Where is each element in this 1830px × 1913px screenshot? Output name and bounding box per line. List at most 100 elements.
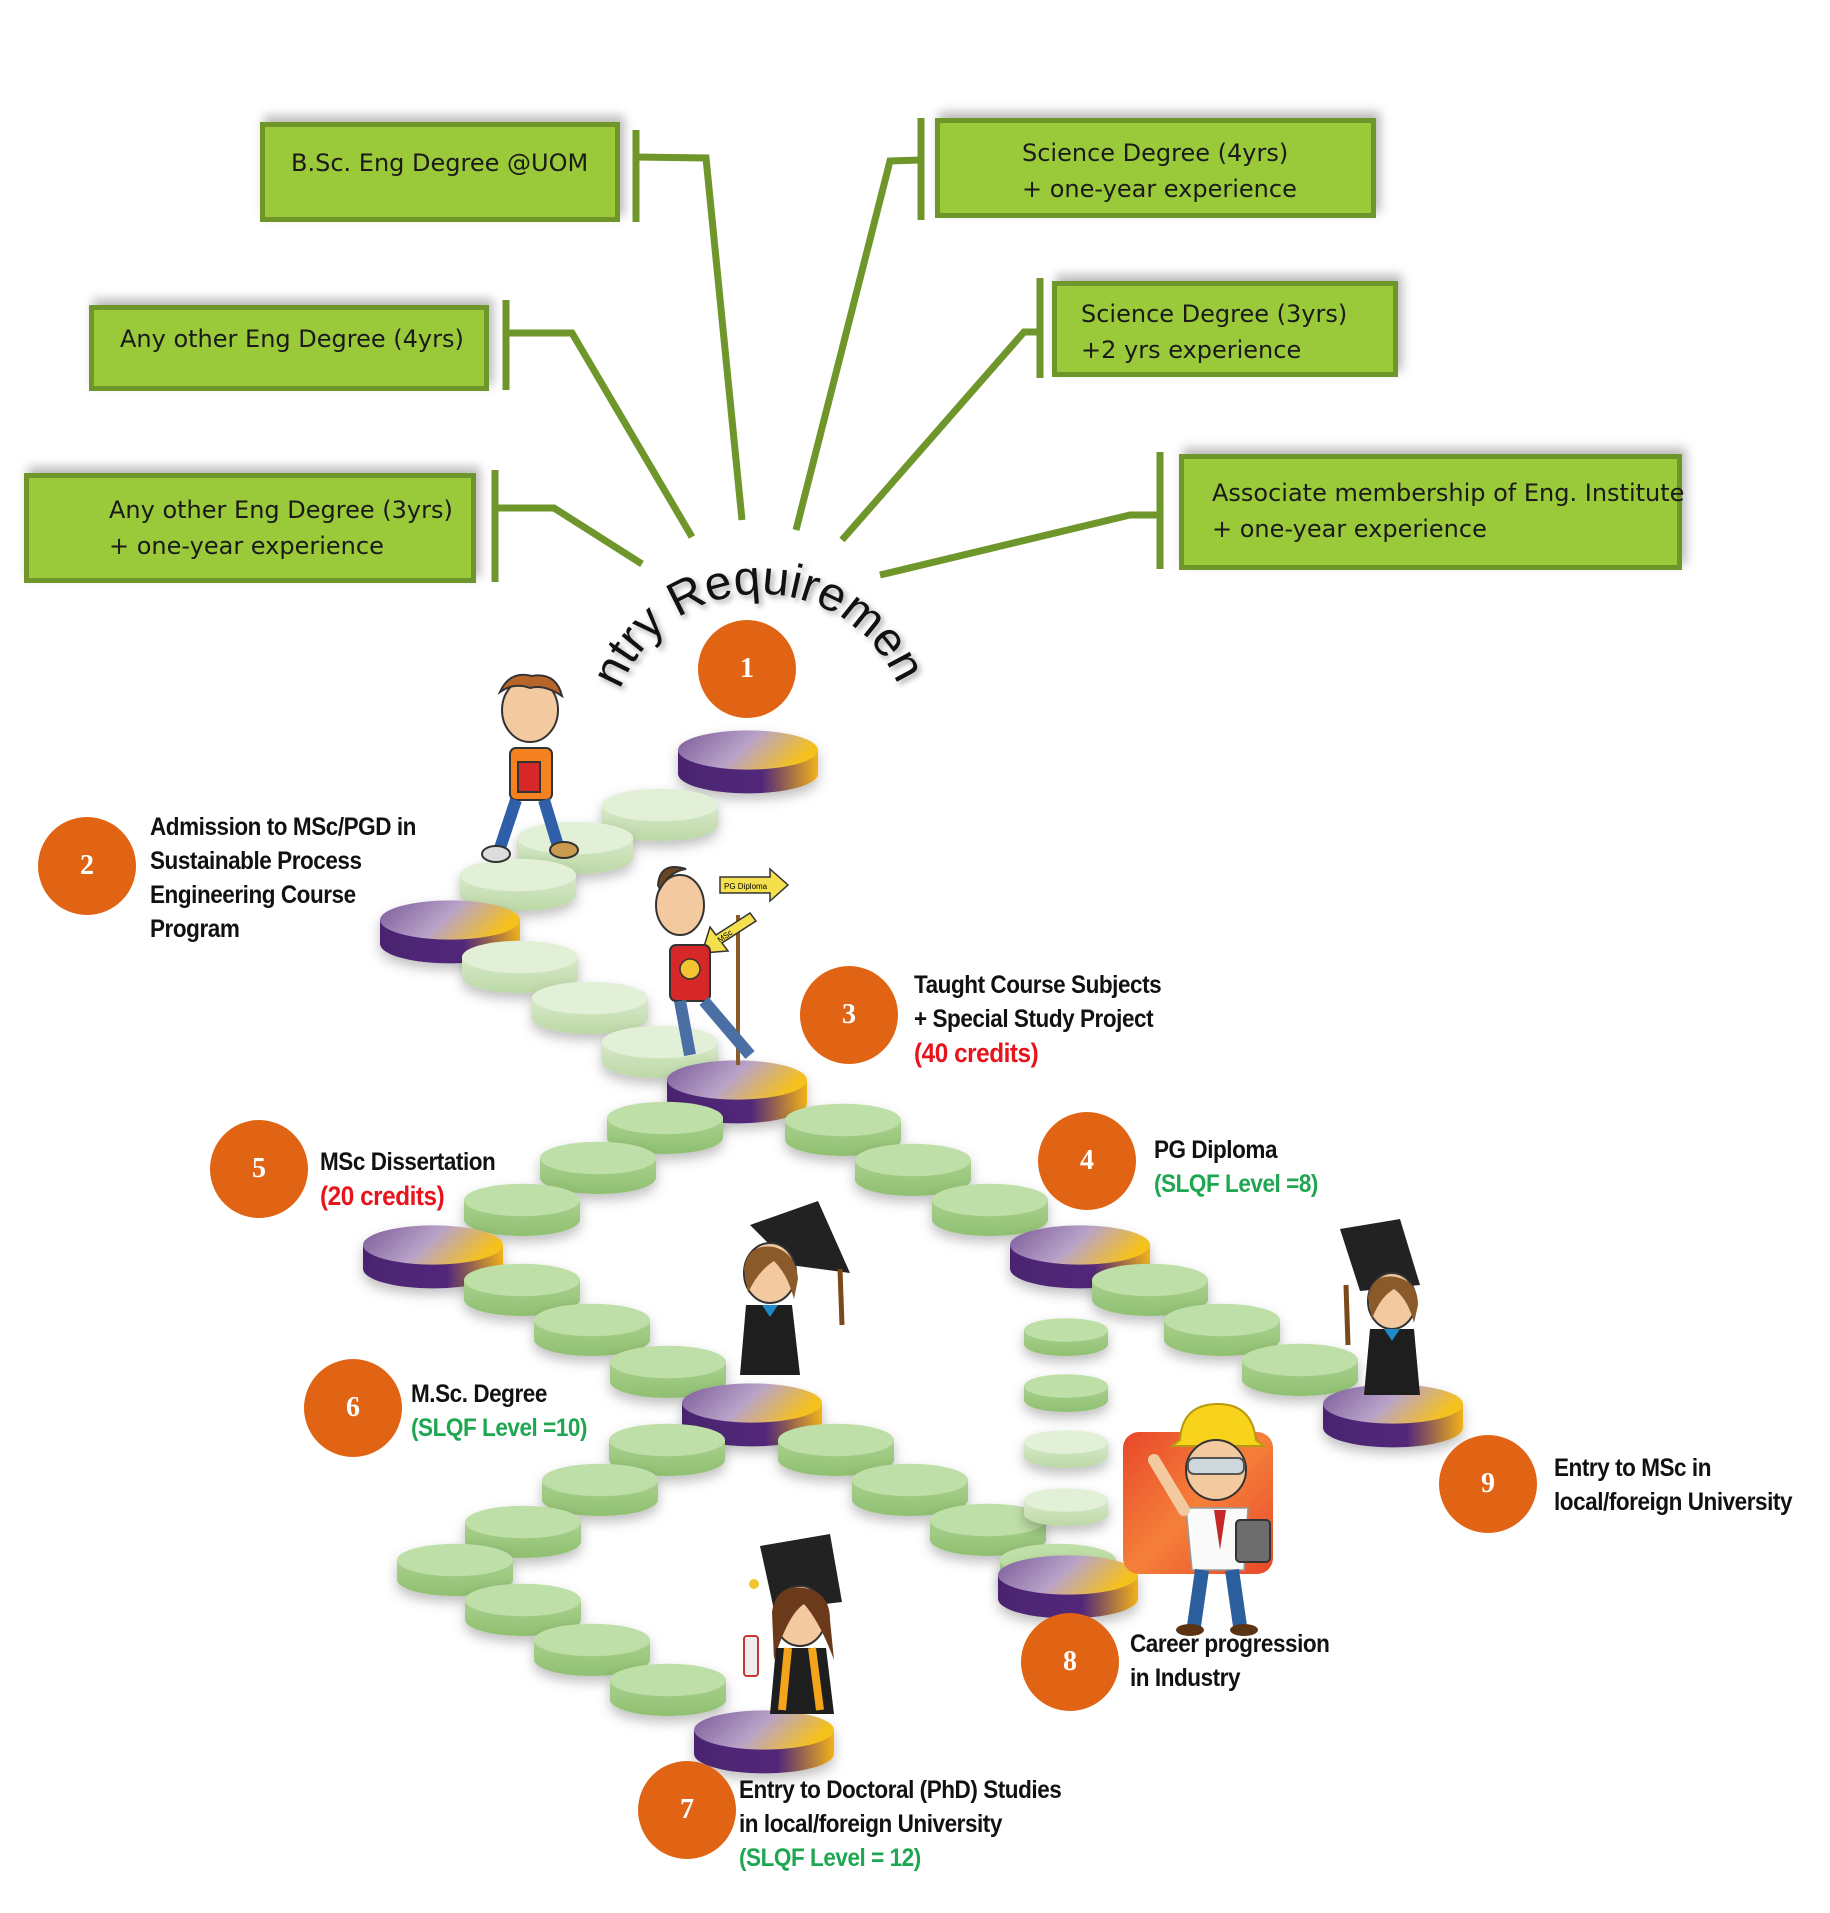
step-label-4: PG Diploma (SLQF Level =8) [1154, 1133, 1318, 1201]
step-text: in Industry [1130, 1664, 1241, 1692]
step-circle-2: 2 [38, 817, 136, 915]
graduate-girl-figure-pgd [1340, 1219, 1420, 1395]
step-label-3: Taught Course Subjects + Special Study P… [914, 968, 1162, 1070]
step-label-5: MSc Dissertation (20 credits) [320, 1145, 496, 1213]
step-text: Entry to MSc in [1554, 1454, 1712, 1482]
milestone-platform [1323, 1384, 1463, 1448]
connector-associate [879, 452, 1164, 579]
step-circle-4: 4 [1038, 1112, 1136, 1210]
stepping-stone [464, 1183, 580, 1236]
step-circle-6: 6 [304, 1359, 402, 1457]
step-label-6: M.Sc. Degree (SLQF Level =10) [411, 1377, 587, 1445]
step-text: Admission to MSc/PGD in [150, 813, 416, 841]
engineer-figure [1148, 1402, 1271, 1636]
stepping-stone [465, 1583, 581, 1636]
stepping-stone [1024, 1318, 1108, 1357]
connector-other-3yrs [491, 470, 644, 582]
signpost-arrow-pg-diploma: PG Diploma [724, 882, 768, 891]
step-label-2: Admission to MSc/PGD in Sustainable Proc… [150, 810, 416, 946]
stepping-stone [397, 1543, 513, 1596]
step-circle-9: 9 [1439, 1435, 1537, 1533]
step-text: Program [150, 915, 240, 943]
milestone-platform [678, 730, 818, 794]
stepping-stone [610, 1345, 726, 1398]
step-circle-5: 5 [210, 1120, 308, 1218]
connector-bsc-uom [632, 130, 746, 521]
stepping-stone [609, 1423, 725, 1476]
step-text: + Special Study Project [914, 1005, 1154, 1033]
step-text: Engineering Course [150, 881, 356, 909]
stepping-stone [852, 1463, 968, 1516]
requirement-box-associate: Associate membership of Eng. Institute +… [1179, 454, 1685, 570]
requirement-text: Science Degree (3yrs) [1081, 300, 1348, 328]
slqf-level-note: (SLQF Level =10) [411, 1414, 587, 1442]
stepping-stone [855, 1143, 971, 1196]
milestone-platform [998, 1555, 1138, 1619]
step-text: Entry to Doctoral (PhD) Studies [739, 1776, 1062, 1804]
connector-science-3yrs [839, 278, 1044, 543]
stepping-stone [932, 1183, 1048, 1236]
step-label-9: Entry to MSc in local/foreign University [1554, 1451, 1792, 1519]
stepping-stone [534, 1303, 650, 1356]
requirement-text: Any other Eng Degree (4yrs) [120, 325, 464, 353]
step-circle-7: 7 [638, 1761, 736, 1859]
stepping-stone [462, 940, 578, 993]
stepping-stone [930, 1503, 1046, 1556]
requirement-text: + one-year experience [1022, 175, 1297, 203]
student-signpost-figure: PG Diploma MSc [655, 866, 790, 1065]
requirement-text: + one-year experience [1212, 515, 1487, 543]
step-text: Taught Course Subjects [914, 971, 1162, 999]
student-walking-figure [481, 673, 579, 863]
step-label-7: Entry to Doctoral (PhD) Studies in local… [739, 1773, 1062, 1875]
connector-science-4yrs [792, 118, 925, 531]
requirement-box-science-4yrs: Science Degree (4yrs) + one-year experie… [935, 118, 1376, 218]
stepping-stone [610, 1663, 726, 1716]
connector-other-4yrs [502, 300, 696, 539]
stepping-stone [534, 1623, 650, 1676]
connector-lines [491, 118, 1164, 582]
step-circle-8: 8 [1021, 1613, 1119, 1711]
stepping-stone [1092, 1263, 1208, 1316]
requirement-text: Science Degree (4yrs) [1022, 139, 1289, 167]
stepping-stone [1024, 1430, 1108, 1469]
step-text: in local/foreign University [739, 1810, 1002, 1838]
requirement-text: + one-year experience [109, 532, 384, 560]
step-circle-3: 3 [800, 966, 898, 1064]
requirement-text: B.Sc. Eng Degree @UOM [291, 149, 589, 177]
step-circle-1: 1 [698, 620, 796, 718]
step-text: M.Sc. Degree [411, 1380, 547, 1408]
requirement-text: +2 yrs experience [1081, 336, 1302, 364]
requirement-box-science-3yrs: Science Degree (3yrs) +2 yrs experience [1052, 281, 1398, 377]
stepping-stone [464, 1263, 580, 1316]
requirement-box-other-4yrs: Any other Eng Degree (4yrs) [89, 305, 489, 391]
stepping-stone [542, 1463, 658, 1516]
stepping-stones [363, 730, 1463, 1774]
graduate-girl-figure-msc [740, 1201, 850, 1375]
step-text: Sustainable Process [150, 847, 362, 875]
step-label-8: Career progression in Industry [1130, 1627, 1330, 1695]
requirement-text: Any other Eng Degree (3yrs) [109, 496, 453, 524]
requirement-text: Associate membership of Eng. Institute [1212, 479, 1685, 507]
stepping-stone [460, 858, 576, 911]
credits-note: (20 credits) [320, 1181, 445, 1211]
stepping-stone [1024, 1374, 1108, 1413]
slqf-level-note: (SLQF Level = 12) [739, 1844, 921, 1872]
requirement-box-other-3yrs: Any other Eng Degree (3yrs) + one-year e… [24, 473, 476, 583]
step-text: local/foreign University [1554, 1488, 1793, 1516]
stepping-stone [785, 1103, 901, 1156]
stepping-stone [1024, 1488, 1108, 1527]
stepping-stone [602, 788, 718, 841]
stepping-stone [1164, 1303, 1280, 1356]
step-text: MSc Dissertation [320, 1148, 496, 1176]
requirement-box-bsc-uom: B.Sc. Eng Degree @UOM [260, 122, 620, 222]
stepping-stone [532, 981, 648, 1034]
graduate-girl-figure-phd [743, 1534, 842, 1714]
stepping-stone [607, 1101, 723, 1154]
milestone-platform [694, 1710, 834, 1774]
step-text: PG Diploma [1154, 1136, 1278, 1164]
stepping-stone [540, 1141, 656, 1194]
stepping-stone [1242, 1343, 1358, 1396]
step-text: Career progression [1130, 1630, 1330, 1658]
credits-note: (40 credits) [914, 1038, 1039, 1068]
